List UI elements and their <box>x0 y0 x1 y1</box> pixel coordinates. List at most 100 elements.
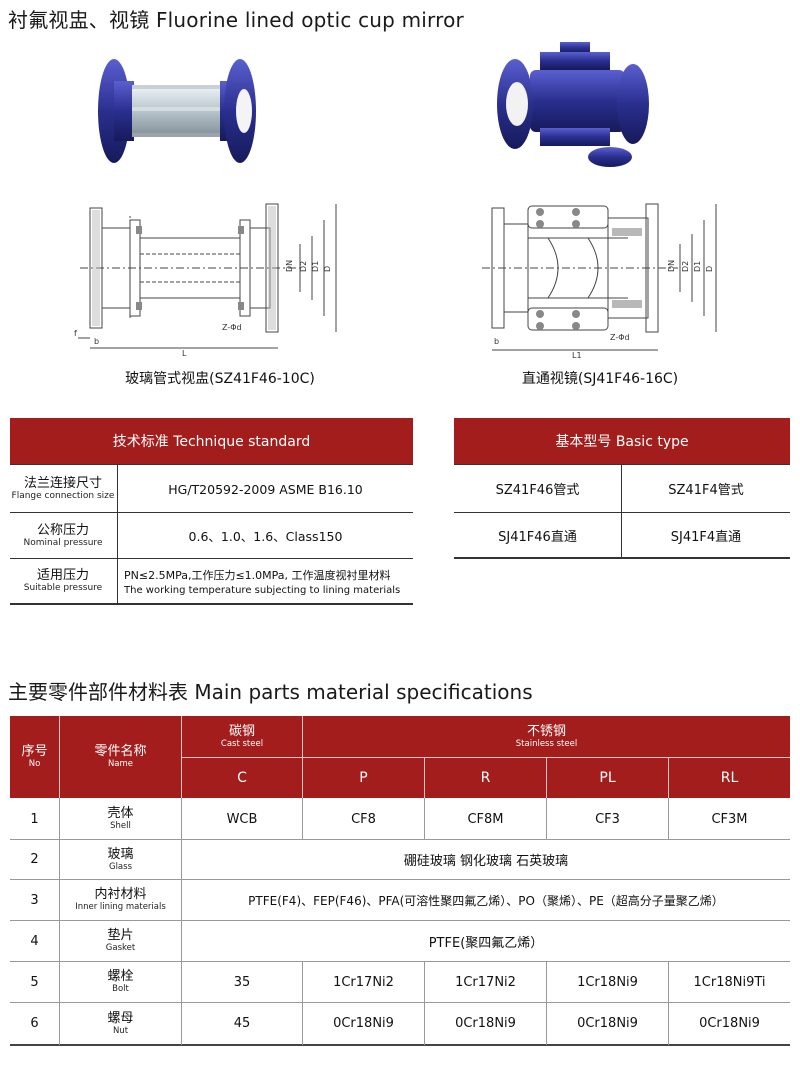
col-code-pl: PL <box>599 770 616 786</box>
caption-straight-sight: 直通视镜(SJ41F46-16C) <box>521 371 679 387</box>
divider <box>10 839 790 840</box>
divider <box>668 757 669 798</box>
divider <box>621 464 622 558</box>
divider <box>424 798 425 839</box>
row-no: 1 <box>30 811 39 827</box>
row-no: 5 <box>30 974 39 990</box>
divider <box>59 798 60 1045</box>
row-part-name: 玻璃 Glass <box>107 846 134 872</box>
row-cell: CF8 <box>351 811 376 827</box>
col-code-rl: RL <box>720 770 739 786</box>
sight-glass-tube-photo <box>98 59 256 163</box>
page-title: 衬氟视盅、视镜 Fluorine lined optic cup mirror <box>8 8 464 32</box>
basic-type-cell: SJ41F46直通 <box>498 529 577 545</box>
divider <box>117 464 118 604</box>
row-cell: CF3M <box>711 811 748 827</box>
row-cell: CF3 <box>595 811 620 827</box>
label-f: f <box>74 329 77 338</box>
label-d2: D2 <box>299 261 308 272</box>
row-span-cell: PTFE(聚四氟乙烯） <box>428 935 544 951</box>
label2-dn: DN <box>667 260 676 272</box>
basic-type-header: 基本型号 Basic type <box>454 418 790 464</box>
col-code-p: P <box>359 770 368 786</box>
label2-d: D <box>705 266 714 272</box>
label-d: D <box>323 266 332 272</box>
sight-glass-tube-drawing: DN D2 D1 D L b f Z-Φd <box>74 203 337 358</box>
divider <box>181 757 790 758</box>
tech-row-suitable-value: PN≤2.5MPa,工作压力≤1.0MPa, 工作温度视衬里材料 The wor… <box>124 568 401 596</box>
divider <box>10 603 413 605</box>
row-cell: 45 <box>233 1016 251 1031</box>
divider <box>546 798 547 839</box>
row-part-name: 内衬材料 Inner lining materials <box>75 887 166 912</box>
col-header-stainless-steel: 不锈钢 Stainless steel <box>515 723 578 749</box>
materials-title: 主要零件部件材料表 Main parts material specificat… <box>8 680 533 704</box>
divider <box>10 920 790 921</box>
basic-type-cell: SZ41F4管式 <box>668 483 744 498</box>
basic-type-cell: SZ41F46管式 <box>495 483 580 498</box>
row-no: 4 <box>30 933 39 949</box>
divider <box>59 716 60 798</box>
basic-type-cell: SJ41F4直通 <box>670 529 742 545</box>
row-cell: 0Cr18Ni9 <box>455 1016 516 1031</box>
tech-row-nominal-value: 0.6、1.0、1.6、Class150 <box>188 529 343 544</box>
tech-row-suitable-label: 适用压力 Suitable pressure <box>23 568 103 593</box>
divider <box>10 464 413 465</box>
straight-sight-glass-drawing: DN D2 D1 D L1 b Z-Φd <box>482 203 717 360</box>
divider <box>10 1044 790 1046</box>
row-part-name: 壳体 Shell <box>107 806 134 831</box>
label2-l1: L1 <box>572 351 582 360</box>
divider <box>10 1002 790 1003</box>
row-part-name: 螺母 Nut <box>107 1010 134 1036</box>
caption-tube-sight: 玻璃管式视盅(SZ41F46-10C) <box>125 371 315 387</box>
col-header-carbon-steel: 碳钢 Cast steel <box>220 723 264 749</box>
straight-sight-glass-photo <box>497 42 649 167</box>
divider <box>546 962 547 1045</box>
divider <box>181 798 182 1045</box>
row-cell: WCB <box>226 811 258 827</box>
divider <box>424 757 425 798</box>
row-span-cell: PTFE(F4)、FEP(F46)、PFA(可溶性聚四氟乙烯）、PO（聚烯）、P… <box>248 893 724 908</box>
row-no: 3 <box>30 892 39 908</box>
label2-d2: D2 <box>681 261 690 272</box>
row-part-name: 垫片 Gasket <box>105 928 136 953</box>
divider <box>10 558 413 559</box>
row-cell: 35 <box>233 974 251 990</box>
divider <box>10 512 413 513</box>
divider <box>546 757 547 798</box>
tech-row-nominal-label: 公称压力 Nominal pressure <box>23 522 103 548</box>
divider <box>668 798 669 839</box>
row-cell: 1Cr17Ni2 <box>333 974 394 990</box>
technique-header: 技术标准 Technique standard <box>10 418 413 464</box>
label2-zd: Z-Φd <box>610 333 630 342</box>
label2-b: b <box>494 337 499 346</box>
divider <box>424 962 425 1045</box>
row-span-cell: 硼硅玻璃 钢化玻璃 石英玻璃 <box>403 854 569 869</box>
row-part-name: 螺栓 Bolt <box>107 969 134 994</box>
divider <box>454 512 790 513</box>
divider <box>454 464 790 465</box>
row-cell: 1Cr17Ni2 <box>455 974 516 990</box>
row-cell: 0Cr18Ni9 <box>577 1016 638 1031</box>
row-cell: 0Cr18Ni9 <box>333 1016 394 1031</box>
row-cell: 0Cr18Ni9 <box>699 1016 760 1031</box>
tech-row-flange-label: 法兰连接尺寸 Flange connection size <box>11 476 115 501</box>
col-code-r: R <box>480 770 491 786</box>
divider <box>668 962 669 1045</box>
row-no: 6 <box>30 1016 39 1031</box>
col-header-name: 零件名称 Name <box>94 744 147 769</box>
label-dn: DN <box>285 260 294 272</box>
row-cell: CF8M <box>467 811 504 827</box>
row-no: 2 <box>30 852 39 867</box>
col-header-no: 序号 No <box>21 744 48 769</box>
label-b: b <box>94 337 99 346</box>
divider <box>302 798 303 839</box>
label2-d1: D1 <box>693 261 702 272</box>
divider <box>302 962 303 1045</box>
row-cell: 1Cr18Ni9Ti <box>693 974 766 990</box>
tech-row-flange-value: HG/T20592-2009 ASME B16.10 <box>168 481 363 497</box>
col-code-c: C <box>237 770 247 786</box>
divider <box>454 557 790 559</box>
divider <box>10 961 790 962</box>
divider <box>10 879 790 880</box>
